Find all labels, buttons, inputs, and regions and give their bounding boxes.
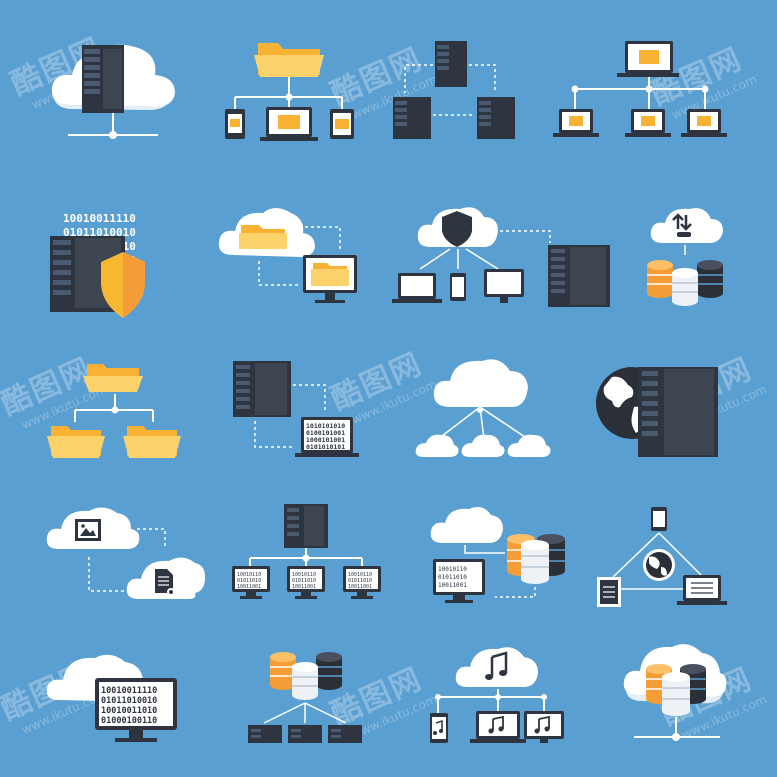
binary-row: 1000101001 — [306, 436, 345, 444]
cloud-database-icon — [623, 644, 727, 741]
folder-tree-icon — [47, 364, 181, 458]
binary-row: 1010101010 — [306, 422, 345, 430]
svg-text:01011010: 01011010 — [348, 578, 372, 584]
svg-text:10011001: 10011001 — [237, 584, 261, 590]
laptop-network-icon — [553, 41, 727, 137]
binary-row: 10010011110 — [101, 686, 157, 696]
server-sync-icon — [393, 41, 515, 139]
binary-row: 10010011010 — [101, 706, 157, 716]
svg-text:01011010: 01011010 — [237, 578, 261, 584]
svg-text:10011001: 10011001 — [292, 584, 316, 590]
svg-text:10010110: 10010110 — [292, 572, 316, 578]
cloud-music-devices-icon — [430, 647, 564, 743]
globe-server-icon — [596, 367, 718, 457]
globe-devices-triangle-icon — [597, 507, 727, 607]
cloud-shield-devices-icon — [392, 207, 610, 307]
svg-text:10010110: 10010110 — [438, 566, 467, 573]
cloud-server-icon — [51, 44, 175, 139]
binary-row: 01000100110 — [101, 716, 157, 726]
binary-row: 0100101001 — [306, 429, 345, 437]
svg-text:10011001: 10011001 — [348, 584, 372, 590]
cloud-hierarchy-icon — [415, 359, 551, 457]
folder-network-devices-icon — [225, 43, 354, 141]
binary-row: 0101010101 — [306, 443, 345, 451]
cloud-image-document-icon — [46, 507, 205, 599]
cloud-binary-monitor-icon: 1001001111001011010010100100110100100010… — [46, 654, 177, 742]
binary-row: 01011010010 — [101, 696, 157, 706]
binary-row: 10010011110 — [63, 212, 136, 225]
svg-text:01011010: 01011010 — [438, 574, 467, 581]
svg-text:10010110: 10010110 — [237, 572, 261, 578]
svg-text:10011001: 10011001 — [438, 582, 467, 589]
cloud-upload-download-database-icon — [647, 208, 723, 306]
svg-text:01011010: 01011010 — [292, 578, 316, 584]
cloud-folder-sync-icon — [218, 208, 357, 303]
database-servers-distribution-icon — [248, 652, 362, 743]
svg-text:10010110: 10010110 — [348, 572, 372, 578]
binary-row: 01011010010 — [63, 226, 136, 239]
binary-server-shield-icon: 1001001111001011010010100100110100100010… — [50, 212, 145, 318]
